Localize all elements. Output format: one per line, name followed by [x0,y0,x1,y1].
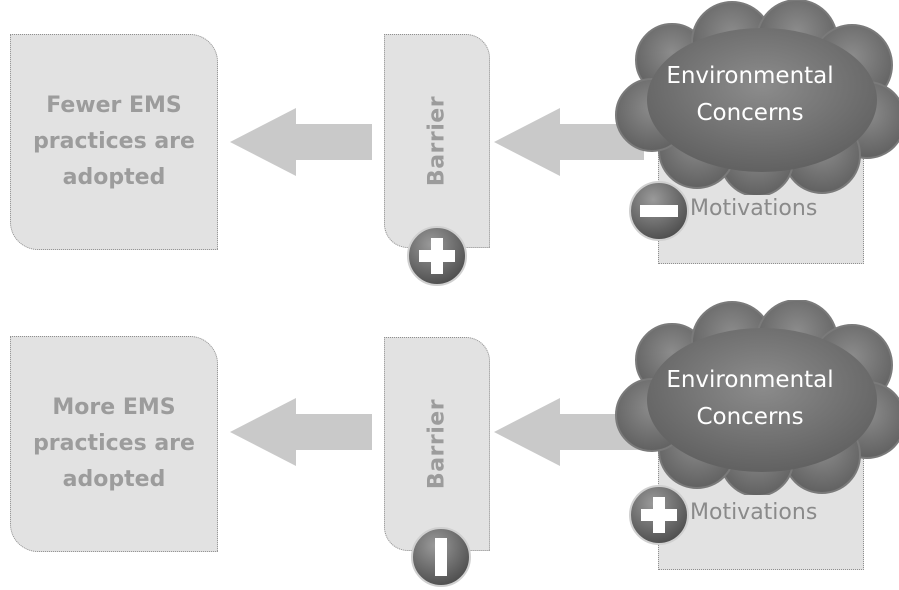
barrier-label: Barrier [424,398,450,490]
barrier-label: Barrier [424,95,450,187]
motivations-label: Motivations [690,196,818,221]
outcome-box: Fewer EMS practices are adopted [10,34,218,250]
cloud-shape [615,0,899,195]
motivations-label: Motivations [690,500,818,525]
minus-sign-icon [629,181,689,241]
barrier-box: Barrier [384,34,490,248]
plus-sign-icon [629,485,689,545]
diagram-row-more: More EMS practices are adopted Barrier [0,300,899,590]
diagram-row-fewer: Fewer EMS practices are adopted Barrier [0,0,899,290]
plus-sign-icon [407,226,467,286]
arrow-to-outcome [230,108,372,176]
cloud-text: Environmental Concerns [666,63,834,126]
outcome-text: More EMS practices are adopted [33,395,195,492]
cloud-text: Environmental Concerns [666,367,834,430]
arrow-to-barrier [494,108,644,176]
arrow-to-outcome [230,398,372,466]
arrow-to-barrier [494,398,644,466]
outcome-text: Fewer EMS practices are adopted [33,93,195,190]
barrier-box: Barrier [384,337,490,551]
outcome-box: More EMS practices are adopted [10,336,218,552]
minus-sign-icon [411,527,471,587]
cloud-shape [615,300,899,495]
